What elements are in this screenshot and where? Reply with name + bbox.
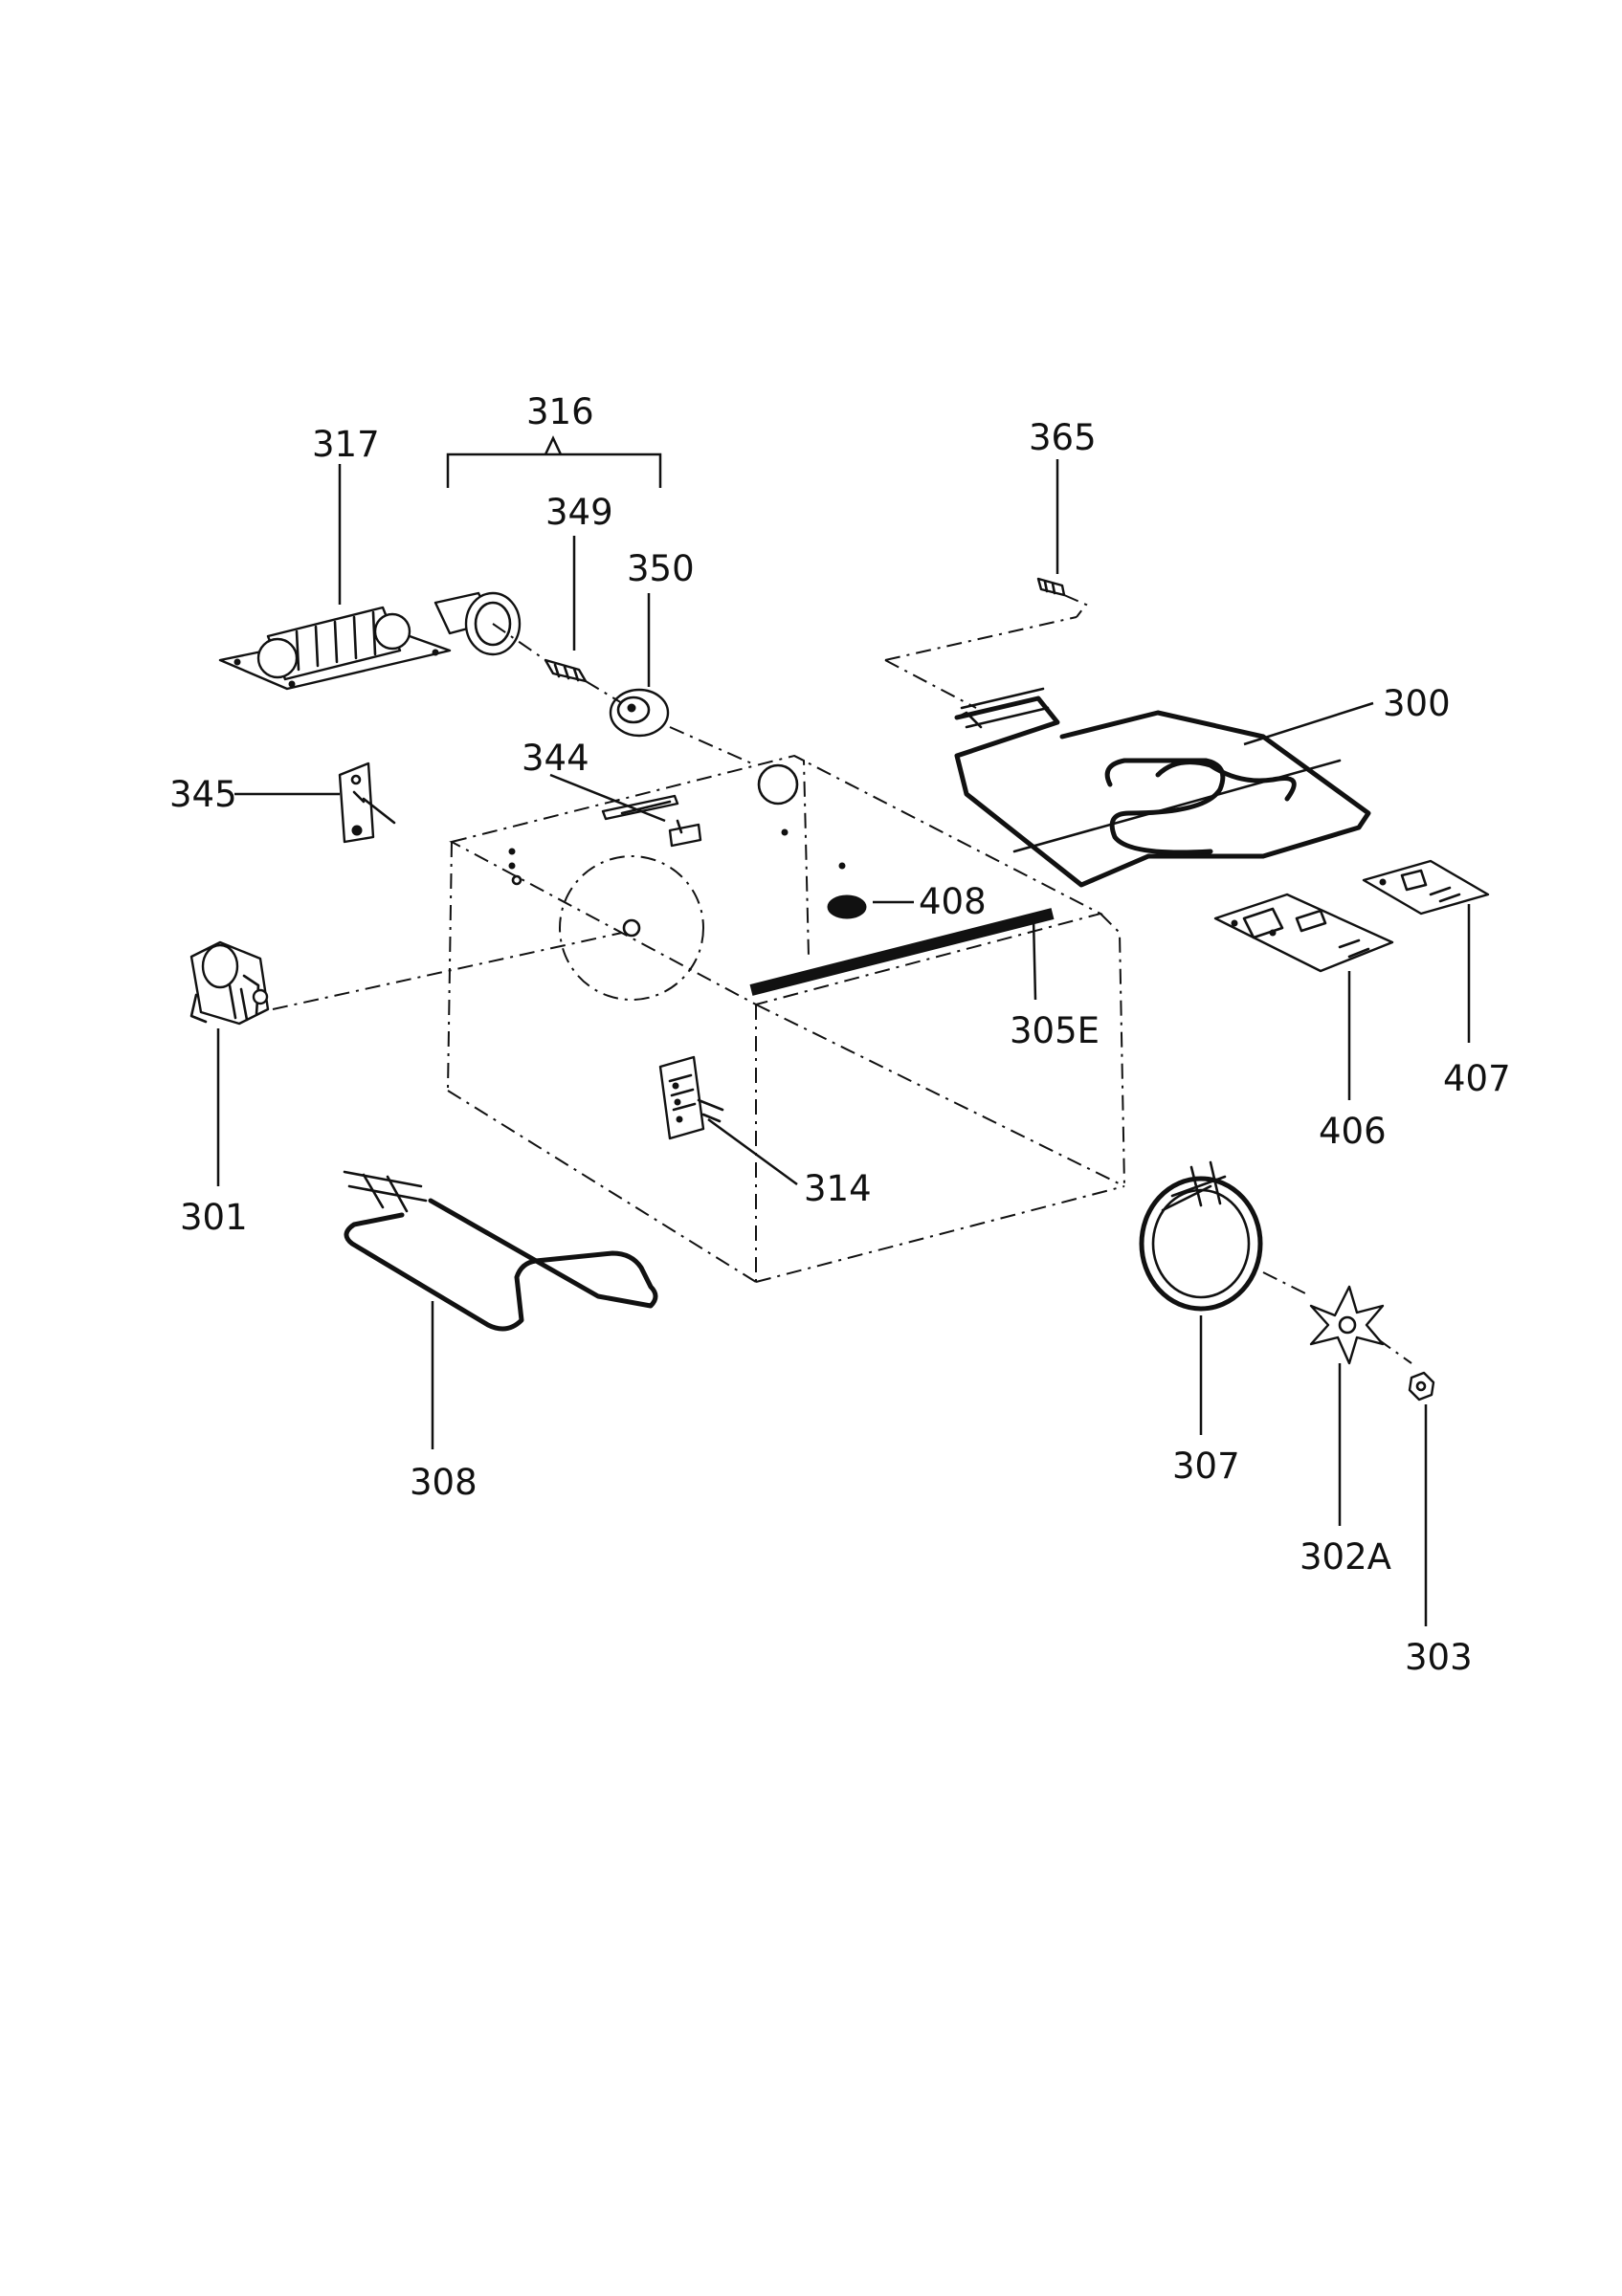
label-308: 308: [410, 1462, 478, 1503]
label-350: 350: [627, 548, 695, 589]
label-407: 407: [1443, 1058, 1511, 1099]
part-316-oven-lamp-holder: [433, 591, 522, 656]
label-406: 406: [1319, 1111, 1387, 1152]
label-349: 349: [545, 492, 613, 533]
oven-cavity: [447, 754, 1125, 1283]
label-302a: 302A: [1300, 1536, 1391, 1578]
part-345-bracket: [338, 762, 396, 844]
part-407-control-board: [1362, 859, 1490, 916]
part-301-fan-motor: [189, 940, 270, 1026]
part-344-switch: [601, 794, 702, 848]
part-406-control-board: [1213, 893, 1394, 973]
label-345: 345: [169, 774, 237, 815]
label-307: 307: [1172, 1446, 1240, 1487]
part-305e-seal: [749, 908, 1055, 996]
part-308-bottom-element: [343, 1170, 658, 1332]
label-316: 316: [526, 391, 594, 432]
part-317-cooling-fan: [218, 606, 452, 691]
part-314-thermostat: [658, 1055, 724, 1140]
part-303-nut: [1408, 1371, 1435, 1402]
label-301: 301: [180, 1197, 248, 1238]
label-303: 303: [1405, 1637, 1473, 1678]
label-317: 317: [312, 424, 380, 465]
part-307-circular-element: [1139, 1160, 1263, 1312]
part-300-grill-element: [954, 687, 1371, 888]
part-labels: 316 317 349 350 365 300 345 344 408 305E…: [169, 391, 1511, 1678]
part-350-lamp-cover: [609, 688, 670, 738]
part-365-fitting: [1036, 577, 1066, 597]
label-300: 300: [1383, 683, 1451, 724]
part-349-lamp-bulb: [544, 658, 588, 683]
label-365: 365: [1029, 417, 1097, 458]
part-302a-fan-blade: [1309, 1285, 1385, 1365]
label-314: 314: [804, 1168, 872, 1209]
label-344: 344: [522, 738, 589, 779]
part-408-plug: [827, 894, 867, 919]
leader-lines: [216, 435, 1471, 1626]
label-408: 408: [919, 881, 987, 922]
label-305e: 305E: [1010, 1010, 1100, 1051]
